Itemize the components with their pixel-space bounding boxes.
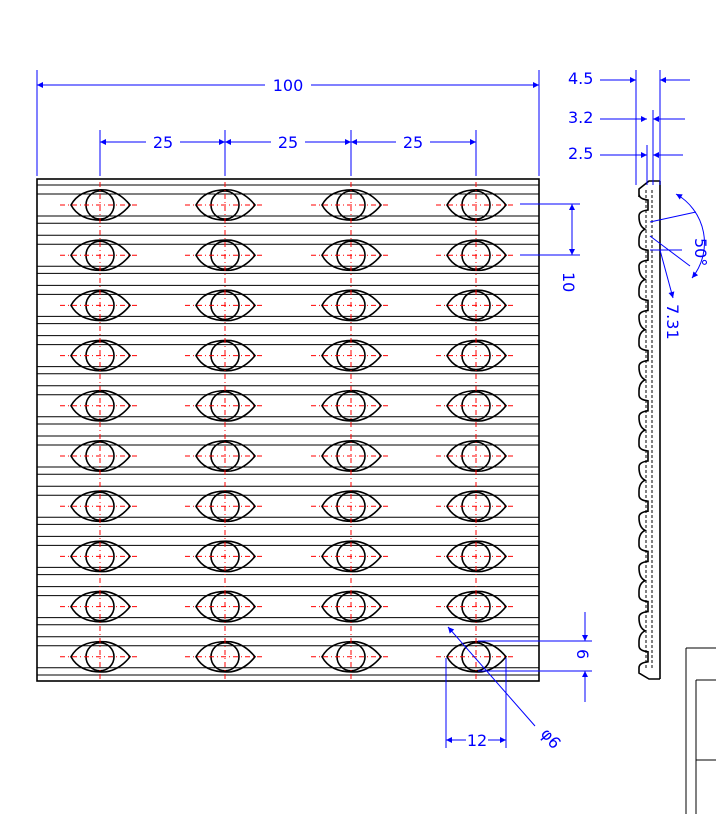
- slot-outline: [321, 389, 383, 422]
- slot-outline: [195, 440, 257, 472]
- slot-outline: [446, 590, 508, 623]
- dimension-hole-pitch: 25 25 25: [99, 130, 477, 176]
- slot-outline: [195, 540, 257, 573]
- slot-outline: [70, 490, 132, 523]
- slot-outline: [70, 389, 132, 422]
- slot-outline: [70, 440, 132, 472]
- slot-outline: [321, 540, 383, 573]
- centerlines: [99, 182, 477, 680]
- dimension-10-label: 10: [559, 272, 578, 292]
- slot-hole: [436, 389, 516, 422]
- dimension-3-2-label: 3.2: [568, 108, 593, 127]
- slot-outline: [195, 239, 257, 272]
- slot-hole: [185, 389, 265, 422]
- slot-outline: [321, 640, 383, 673]
- slot-hole: [311, 389, 391, 422]
- dimension-slot-length: 12: [445, 658, 507, 750]
- slot-outline: [70, 540, 132, 573]
- slot-outline: [446, 640, 508, 673]
- dimension-4-5-label: 4.5: [568, 69, 593, 88]
- slot-outline: [195, 339, 257, 372]
- slot-outline: [321, 339, 383, 372]
- dimension-6-label: 6: [573, 649, 592, 659]
- plate-outline: [36, 178, 540, 682]
- slot-outline: [70, 239, 132, 272]
- slot-outline: [446, 490, 508, 523]
- side-profile: [638, 180, 660, 680]
- dimension-row-pitch: 10: [520, 203, 580, 292]
- slot-grid: [60, 189, 516, 673]
- slot-outline: [195, 189, 257, 221]
- dimension-phi6-label: φ6: [537, 724, 565, 752]
- dimension-groove: 50° 7.31: [649, 193, 710, 340]
- dimension-100-label: 100: [273, 76, 304, 95]
- dimension-thickness: 4.5 3.2 2.5: [568, 69, 690, 185]
- slot-outline: [446, 189, 508, 221]
- slot-outline: [321, 590, 383, 623]
- slot-outline: [195, 289, 257, 322]
- slot-outline: [321, 490, 383, 523]
- slot-outline: [321, 239, 383, 272]
- slot-outline: [321, 289, 383, 322]
- slot-outline: [446, 440, 508, 472]
- slot-outline: [70, 189, 132, 221]
- slot-outline: [446, 540, 508, 573]
- slot-outline: [70, 640, 132, 673]
- dimension-overall-width: 100: [36, 70, 540, 176]
- dimension-pitch-3-label: 25: [403, 133, 423, 152]
- plate-ribs: [37, 184, 539, 676]
- slot-outline: [70, 590, 132, 623]
- slot-outline: [321, 189, 383, 221]
- slot-outline: [195, 389, 257, 422]
- dimension-angle-label: 50°: [691, 238, 710, 266]
- dimension-pitch-1-label: 25: [153, 133, 173, 152]
- title-block: [685, 647, 716, 814]
- dimension-groove-depth-label: 7.31: [663, 304, 682, 340]
- dimension-2-5-label: 2.5: [568, 144, 593, 163]
- slot-outline: [446, 389, 508, 422]
- dimension-pitch-2-label: 25: [278, 133, 298, 152]
- front-view: [36, 178, 540, 682]
- slot-outline: [70, 339, 132, 372]
- slot-outline: [446, 289, 508, 322]
- dimension-12-label: 12: [467, 731, 487, 750]
- slot-hole: [60, 389, 140, 422]
- slot-outline: [70, 289, 132, 322]
- dimension-slot-height: 6: [478, 612, 592, 702]
- slot-outline: [321, 440, 383, 472]
- slot-outline: [195, 640, 257, 673]
- slot-outline: [446, 239, 508, 272]
- slot-outline: [195, 490, 257, 523]
- slot-outline: [446, 339, 508, 372]
- slot-outline: [195, 590, 257, 623]
- side-view: [638, 180, 661, 680]
